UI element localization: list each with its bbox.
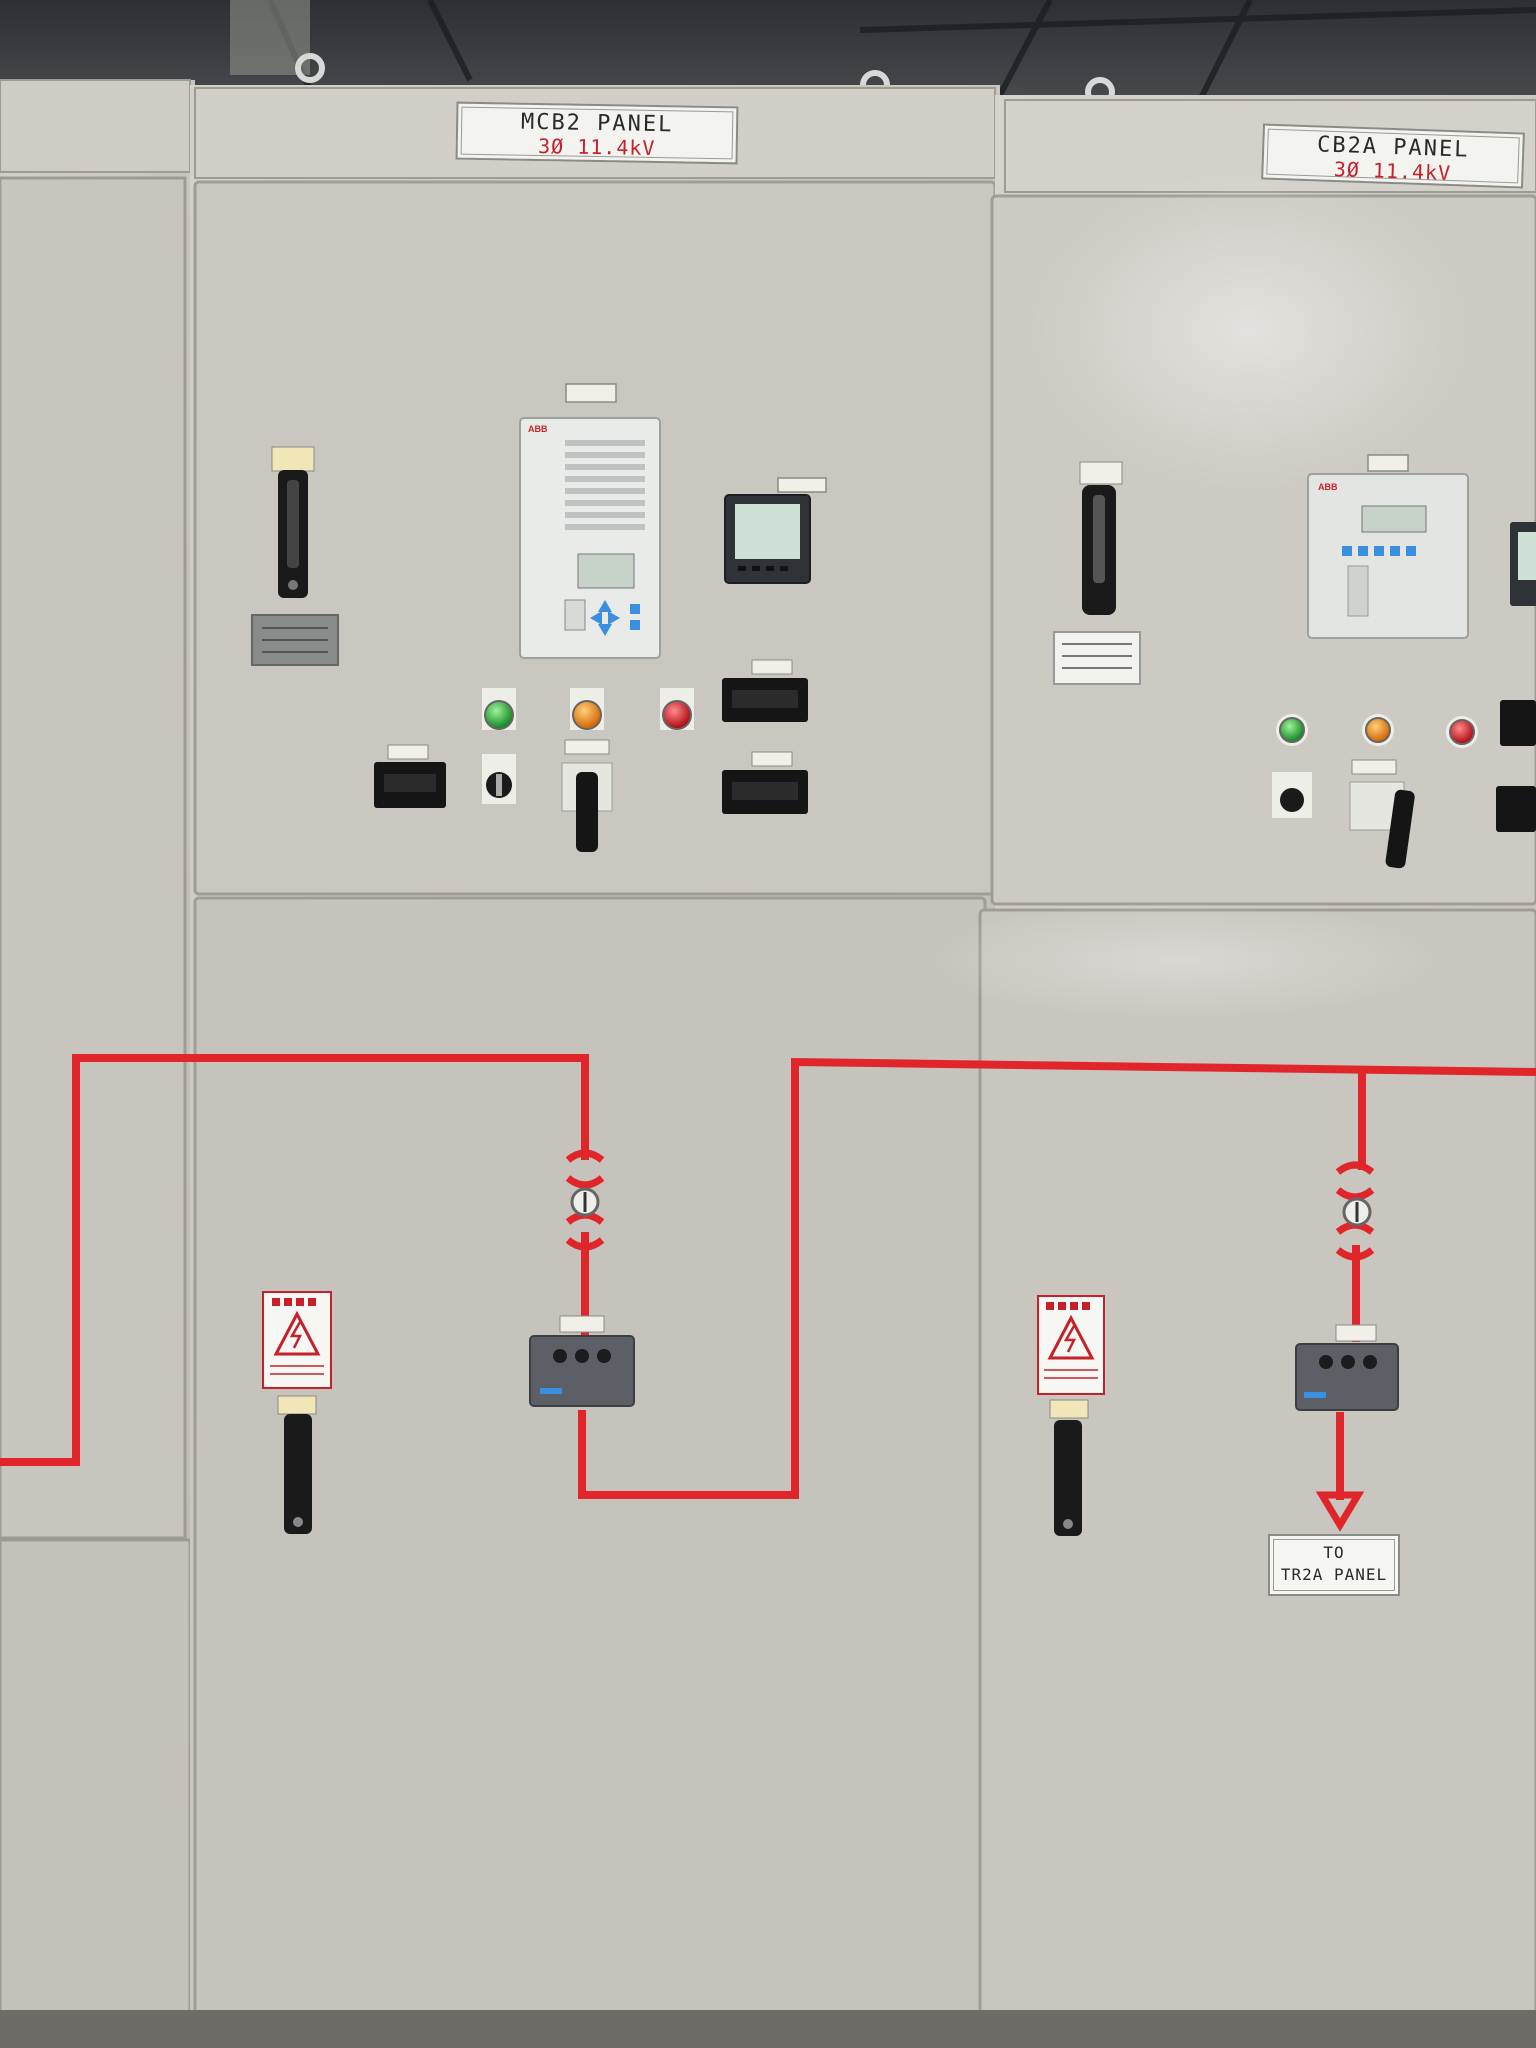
- relay-lcd: [577, 553, 635, 589]
- destination-line1: TO: [1323, 1543, 1345, 1562]
- test-block-1[interactable]: [722, 659, 808, 722]
- panel-rating-mcb2: 3Ø 11.4kV: [537, 133, 656, 161]
- test-block-cb2a-1[interactable]: [1500, 700, 1536, 746]
- power-meter: [724, 494, 811, 584]
- breaker-control-switch-cb2a[interactable]: [1349, 759, 1415, 869]
- mimic-breaker-symbol-mcb2: [565, 1149, 605, 1251]
- red-indicator-lamp-cb2a: [1449, 719, 1475, 745]
- mimic-busbar-lines: [0, 1054, 1536, 1500]
- red-indicator-lamp: [660, 688, 694, 730]
- test-block-left[interactable]: [374, 744, 446, 808]
- mcb2-lower-door: [193, 896, 987, 2030]
- local-remote-selector[interactable]: [482, 754, 516, 804]
- relay-tag: [565, 383, 617, 403]
- upper-door-handle-cb2a[interactable]: [1079, 461, 1123, 615]
- high-voltage-warning-sign-mcb2: [262, 1291, 332, 1389]
- mimic-arrow-down: [1315, 1491, 1365, 1532]
- high-voltage-warning-sign-cb2a: [1037, 1295, 1105, 1395]
- test-block-cb2a-2[interactable]: [1496, 786, 1536, 832]
- voltage-indicator-cb2a: [1295, 1324, 1399, 1411]
- lower-door-handle-mcb2[interactable]: [277, 1395, 317, 1534]
- lower-door-handle-cb2a[interactable]: [1049, 1399, 1089, 1536]
- relay-keypad[interactable]: [590, 600, 640, 636]
- upper-door-handle-mcb2[interactable]: [271, 446, 315, 598]
- cb2a-info-plate: [1053, 631, 1141, 685]
- voltage-indicator-mcb2: [529, 1315, 635, 1407]
- test-block-2[interactable]: [722, 751, 808, 814]
- breaker-control-switch[interactable]: [561, 739, 613, 852]
- panel-nameplate-mcb2: MCB2 PANEL 3Ø 11.4kV: [455, 101, 739, 165]
- destination-plate: TO TR2A PANEL: [1268, 1534, 1400, 1596]
- orange-indicator-lamp-cb2a: [1365, 717, 1391, 743]
- mimic-breaker-symbol-cb2a: [1335, 1161, 1375, 1261]
- green-indicator-lamp: [482, 688, 516, 730]
- green-indicator-lamp-cb2a: [1279, 717, 1305, 743]
- protection-relay: ABB: [519, 417, 661, 659]
- destination-line2: TR2A PANEL: [1280, 1565, 1388, 1584]
- glare-reflection: [1030, 170, 1470, 490]
- protection-relay-cb2a: ABB: [1307, 473, 1469, 639]
- local-remote-selector-cb2a[interactable]: [1272, 772, 1312, 818]
- floor-shadow: [0, 2010, 1536, 2048]
- abb-logo-text-cb2a: ABB: [1318, 482, 1338, 492]
- power-meter-cb2a: [1510, 522, 1536, 606]
- abb-logo-text: ABB: [528, 424, 548, 434]
- orange-indicator-lamp: [570, 688, 604, 730]
- panel-nameplate-cb2a: CB2A PANEL 3Ø 11.4kV: [1261, 123, 1525, 189]
